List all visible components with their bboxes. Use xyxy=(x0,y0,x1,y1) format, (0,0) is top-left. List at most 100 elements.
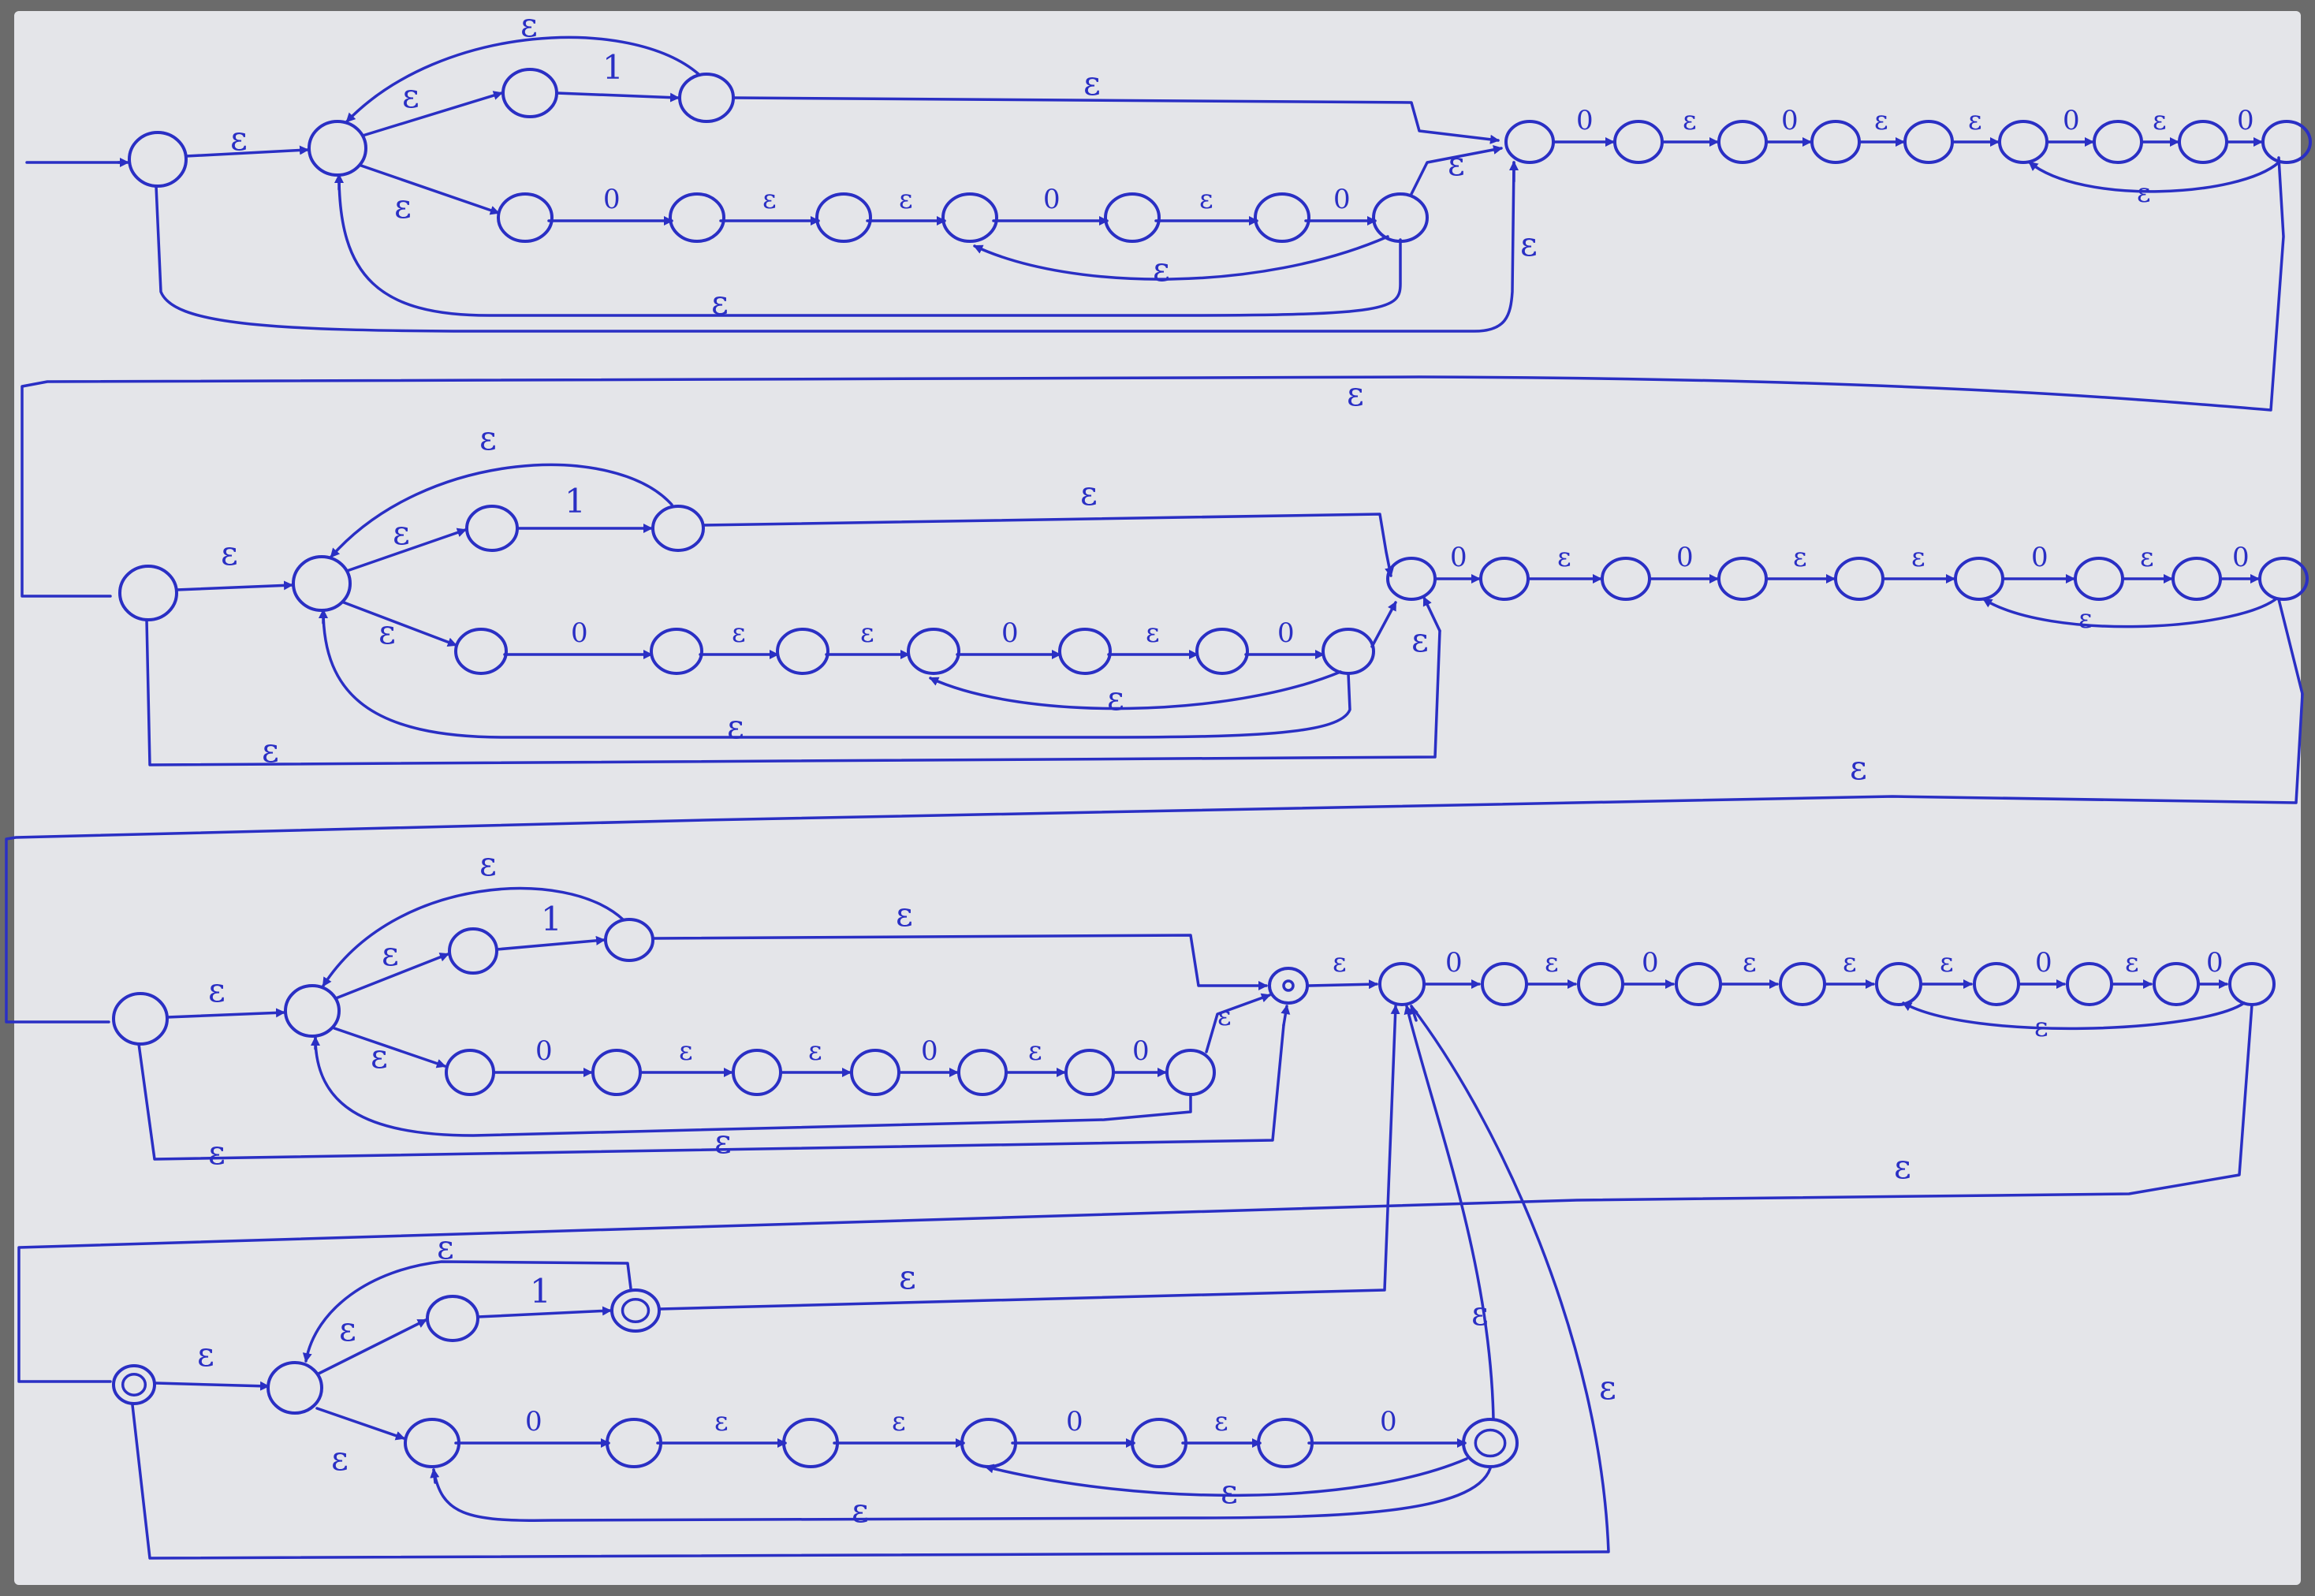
b3-lbl-inner-bypass: ε xyxy=(714,1122,732,1161)
b1-right-label-7: 0 xyxy=(2237,105,2254,136)
b4-union-to-a1 xyxy=(317,1318,427,1375)
b3-lower-label-3: 0 xyxy=(921,1035,938,1067)
b4-lbl-a2-b3: ε xyxy=(899,1258,916,1296)
b2-right-label-6: ε xyxy=(2140,542,2154,573)
b2-right-label-7: 0 xyxy=(2232,542,2250,573)
b3-start-to-union xyxy=(166,1008,285,1019)
b2-lbl-bypass: ε xyxy=(262,731,279,770)
b4-lower-to-b3-right xyxy=(1404,1005,1495,1421)
b1-lbl-low-right: ε xyxy=(1448,144,1465,183)
b1-lbl-a2-right: ε xyxy=(1083,64,1101,103)
b1-lower-label-5: 0 xyxy=(1333,184,1351,215)
b1-lower-to-right xyxy=(1410,144,1503,196)
b3-union-to-a1 xyxy=(334,953,449,1000)
b3-lbl-right-back: ε xyxy=(2034,1012,2048,1043)
b3-right-back xyxy=(1902,1001,2246,1031)
b4-lbl-lower-back: ε xyxy=(1221,1472,1238,1511)
b2-right-label-2: 0 xyxy=(1676,542,1694,573)
b3-lower-label-0: 0 xyxy=(535,1035,553,1067)
b2-right-label-1: ε xyxy=(1557,542,1571,573)
b3-state-a2 xyxy=(604,918,654,962)
b3-right-state-8 xyxy=(2153,962,2200,1006)
b2-lbl-lower-back: ε xyxy=(1107,679,1124,718)
b1-lower-label-2: ε xyxy=(899,184,913,215)
b2-lower-state-0 xyxy=(454,628,508,675)
b4-lbl-one: 1 xyxy=(530,1272,551,1311)
b2-lbl-connector: ε xyxy=(1850,748,1867,787)
b3-lbl-union-a1: ε xyxy=(382,934,399,973)
b3-lbl-loop-top: ε xyxy=(479,845,497,883)
b1-start-bypass xyxy=(155,161,1515,333)
b2-start-state xyxy=(118,565,178,621)
b3-join-state xyxy=(1268,967,1309,1005)
b3-a1-to-a2 xyxy=(495,935,606,951)
paper-background xyxy=(14,11,2301,1585)
b3-right-label-8: 0 xyxy=(2206,947,2224,979)
b2-lbl-union-a1: ε xyxy=(393,513,410,552)
b1-right-label-4: ε xyxy=(1968,105,1982,136)
b4-lbl-union-a1: ε xyxy=(339,1310,356,1348)
b1-a2-to-right xyxy=(732,96,1500,144)
b1-lbl-union-low: ε xyxy=(394,187,412,226)
b4-lbl-inner-bypass: ε xyxy=(852,1491,869,1530)
b3-union-to-lower xyxy=(333,1027,446,1068)
b1-start-state xyxy=(128,131,188,188)
b3-right-state-4 xyxy=(1779,962,1826,1006)
b3-a2-back-to-union xyxy=(322,886,624,987)
b2-lower-to-right xyxy=(1370,601,1397,648)
b3-lbl-connector: ε xyxy=(1894,1147,1911,1186)
b2-lbl-low-right: ε xyxy=(1411,621,1429,659)
b1-lbl-loop-top: ε xyxy=(520,6,538,44)
b3-bypass-arrow xyxy=(1281,1005,1291,1027)
b3-lbl-a2-join: ε xyxy=(896,895,913,934)
b4-lower-label-4: ε xyxy=(1214,1406,1228,1438)
b3-right-state-0 xyxy=(1378,962,1426,1006)
b2-lbl-inner-bypass: ε xyxy=(727,707,744,746)
b3-right-label-6: 0 xyxy=(2035,947,2052,979)
b1-lower-label-0: 0 xyxy=(603,184,621,215)
b3-lbl-union-low: ε xyxy=(371,1037,388,1076)
b4-a2-to-b3-right xyxy=(659,1005,1400,1311)
b1-union-to-a1 xyxy=(361,91,503,137)
b3-lower-label-1: ε xyxy=(679,1035,693,1067)
b2-inner-bypass xyxy=(322,609,1351,739)
b1-start-to-union xyxy=(185,145,309,158)
b3-lbl-join-right: ε xyxy=(1333,947,1347,979)
b4-a2-back-to-union xyxy=(302,1260,632,1363)
b4-start-state xyxy=(112,1364,156,1405)
b3-right-label-5: ε xyxy=(1940,947,1954,979)
b4-lbl-union-low: ε xyxy=(331,1439,349,1478)
b3-join-to-right xyxy=(1307,979,1378,990)
b4-union-to-lower xyxy=(315,1407,405,1441)
b3-lower-to-join xyxy=(1205,993,1271,1053)
b4-lower-label-0: 0 xyxy=(525,1406,542,1438)
b1-union-to-lower xyxy=(360,164,500,215)
b4-lbl-start-union: ε xyxy=(197,1335,214,1374)
b1-lbl-connector: ε xyxy=(1347,375,1364,413)
transitions-layer xyxy=(5,35,2304,1560)
b2-state-a2 xyxy=(651,505,705,552)
b4-bypass-arrow xyxy=(1409,1005,1418,1022)
b2-right-label-5: 0 xyxy=(2031,542,2048,573)
b2-lbl-a2-right: ε xyxy=(1080,474,1098,513)
b2-lbl-loop-top: ε xyxy=(479,419,497,457)
b1-lower-back xyxy=(973,235,1389,281)
b2-bypass-arrow xyxy=(1422,596,1441,632)
b4-lower-label-2: ε xyxy=(892,1406,906,1438)
b2-lbl-right-back: ε xyxy=(2078,603,2093,635)
b1-inner-bypass xyxy=(337,173,1402,317)
b4-lbl-bypass: ε xyxy=(1599,1368,1616,1407)
b1-a1-to-a2 xyxy=(555,91,680,103)
b1-right-label-3: ε xyxy=(1874,105,1888,136)
b3-lower-label-2: ε xyxy=(808,1035,822,1067)
b4-lower-label-1: ε xyxy=(714,1406,729,1438)
b4-inner-bypass xyxy=(432,1467,1492,1522)
b4-state-a2 xyxy=(610,1288,661,1333)
b1-lower-state-0 xyxy=(497,192,554,243)
b2-lower-label-0: 0 xyxy=(571,617,588,649)
b3-right-state-2 xyxy=(1577,962,1624,1006)
b4-state-a1 xyxy=(426,1295,479,1342)
b3-inner-bypass xyxy=(314,1036,1192,1137)
b3-a2-to-join xyxy=(653,934,1268,990)
b2-a2-to-right xyxy=(702,513,1394,577)
